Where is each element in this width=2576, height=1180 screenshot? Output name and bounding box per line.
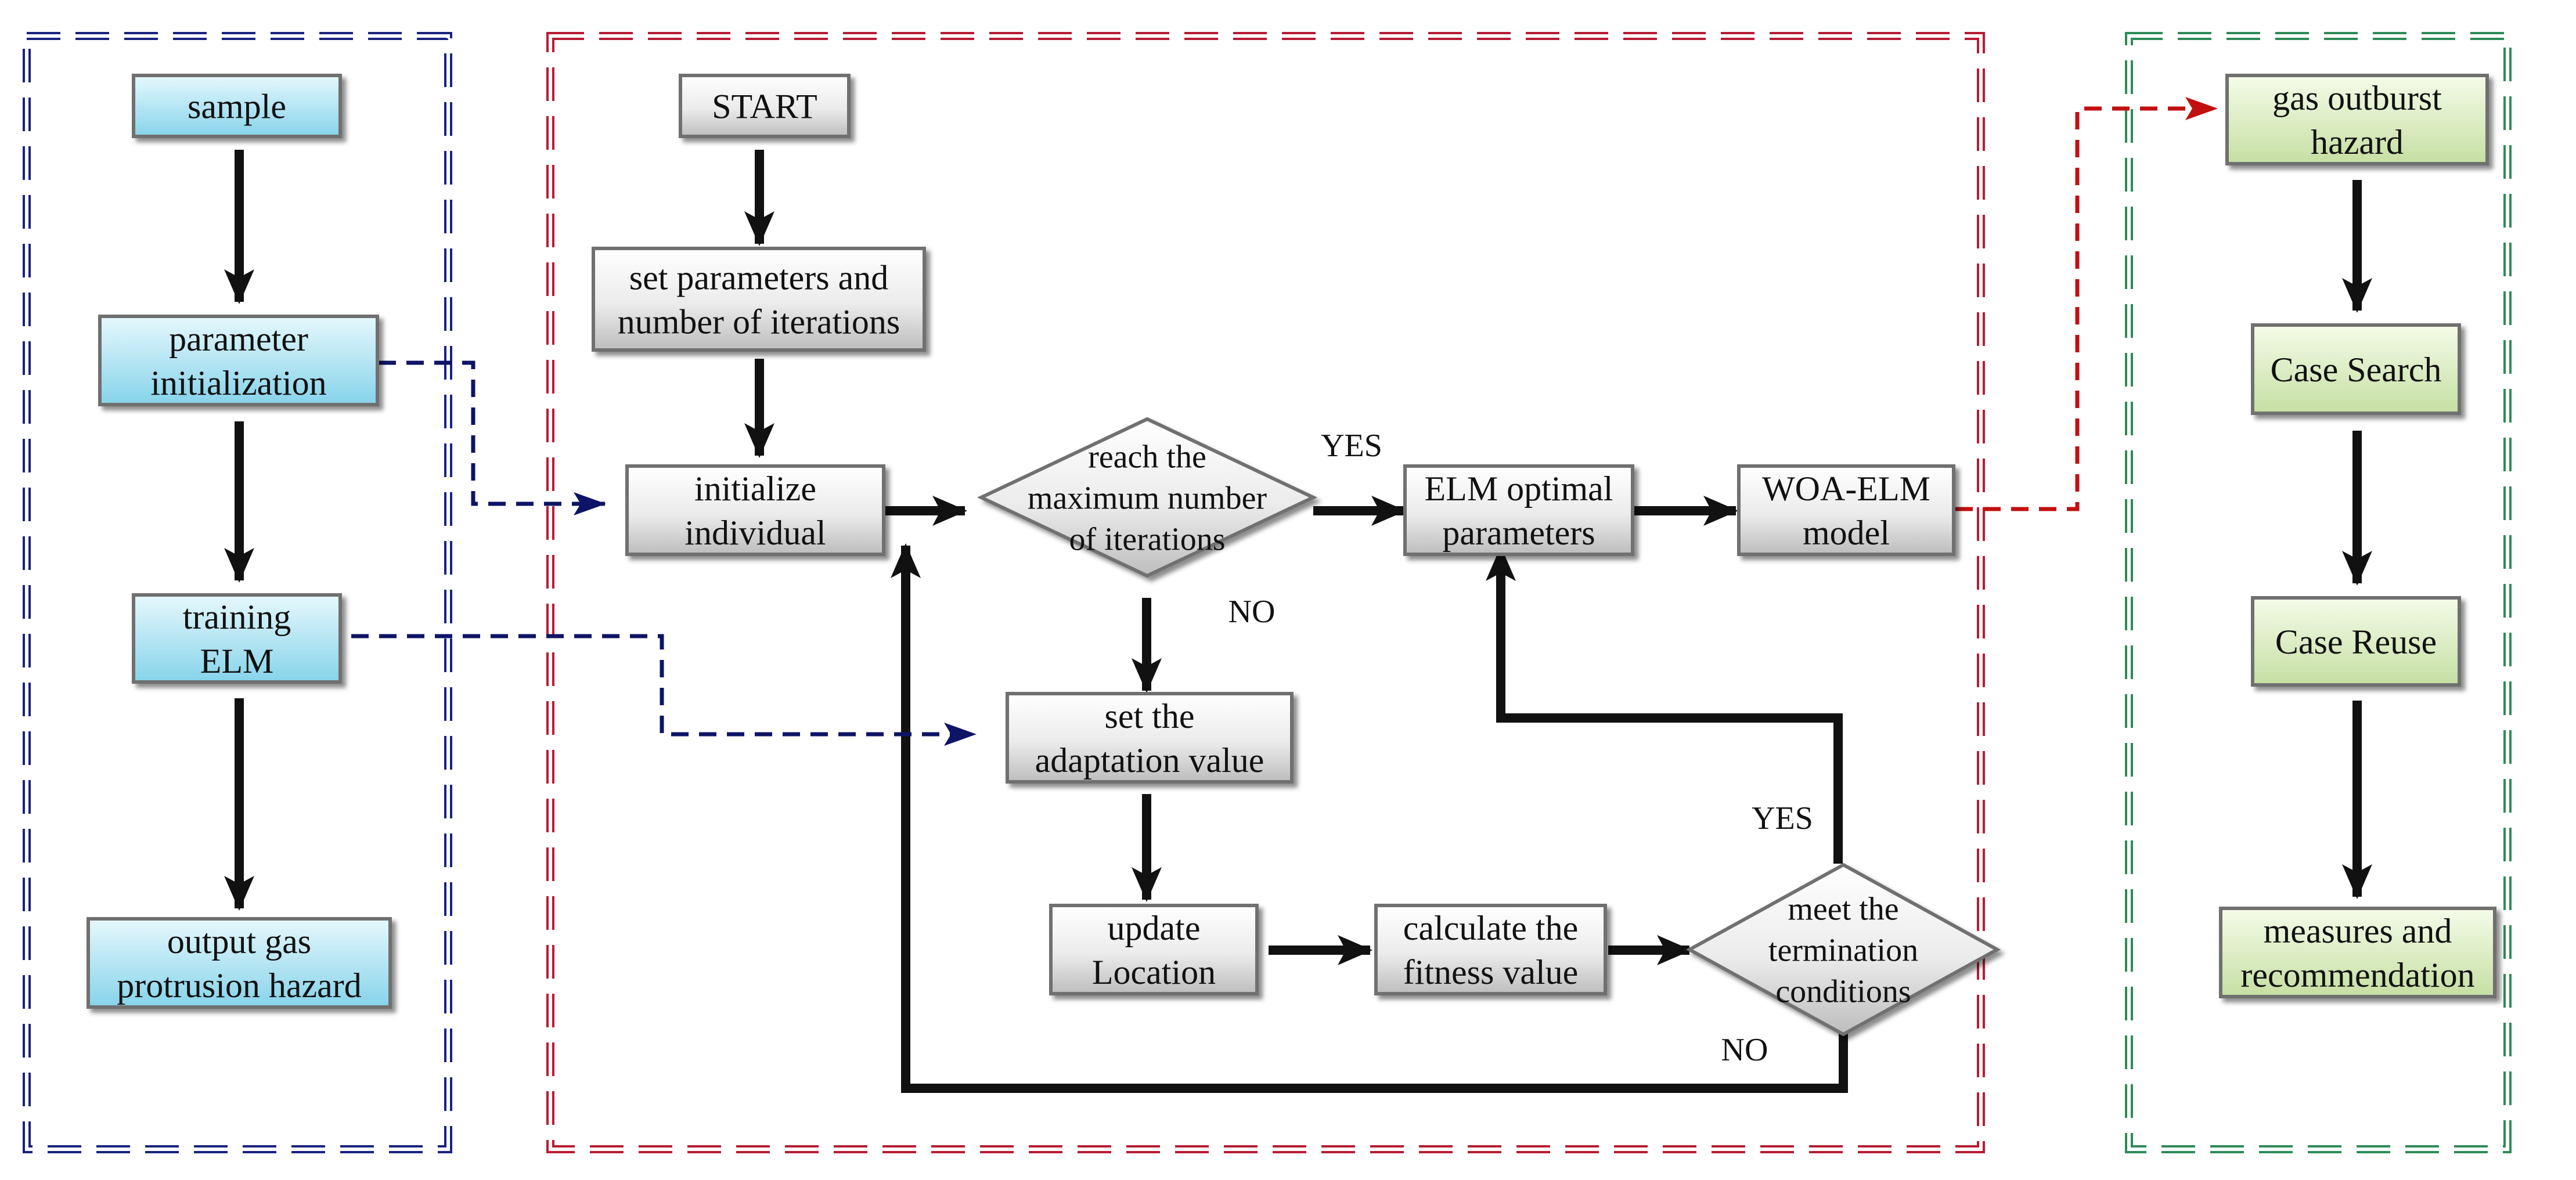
node-shape	[2225, 74, 2489, 165]
node-label-line: number of iterations	[618, 303, 900, 341]
node-meet-term: meet the termination conditions	[1685, 863, 2001, 1037]
node-label-line: adaptation value	[1035, 741, 1264, 780]
node-shape	[1737, 464, 1955, 556]
node-shape	[1403, 464, 1634, 556]
flow-arrows	[224, 150, 2372, 1093]
node-label-line: individual	[684, 514, 826, 552]
node-label-line: Case Search	[2271, 351, 2442, 389]
node-shape	[1006, 692, 1294, 784]
node-case-search: Case Search	[2251, 323, 2461, 415]
node-elm-optimal: ELM optimal parameters	[1403, 464, 1634, 556]
dashed-training-to-adapt	[351, 634, 977, 746]
node-label-line: parameter	[169, 320, 308, 358]
node-label-line: update	[1108, 909, 1201, 947]
panel-right	[2125, 32, 2512, 1153]
dashed-woa-to-gas	[1955, 97, 2218, 511]
node-label-line: sample	[188, 88, 286, 126]
node-start: START	[679, 74, 851, 138]
node-shape	[625, 464, 885, 556]
node-label-line: fitness value	[1403, 953, 1579, 991]
node-label-line: Location	[1092, 953, 1216, 991]
node-shape	[2251, 323, 2461, 415]
node-shape	[592, 247, 926, 352]
node-label-line: measures and	[2264, 912, 2452, 950]
node-shape	[2251, 596, 2461, 687]
node-set-adaptation: set the adaptation value	[1006, 692, 1294, 784]
node-label-line: recommendation	[2240, 956, 2474, 994]
node-shape	[679, 74, 851, 138]
node-label-line: model	[1803, 514, 1890, 552]
node-shape	[1685, 863, 2001, 1037]
node-label-line: Case Reuse	[2275, 623, 2437, 661]
node-output: output gas protrusion hazard	[87, 917, 392, 1009]
node-label-line: ELM optimal	[1425, 470, 1613, 508]
node-label-line: termination	[1768, 933, 1918, 969]
node-label-line: protrusion hazard	[117, 966, 362, 1005]
arrow-meet-no-to-init	[891, 543, 1848, 1093]
node-label-line: conditions	[1775, 974, 1911, 1010]
label-no-top: NO	[1228, 594, 1276, 630]
node-label-line: training	[183, 598, 291, 636]
arrow-meet-yes-to-elm	[1486, 546, 1843, 864]
label-no-bottom: NO	[1721, 1032, 1768, 1068]
node-label-line: initialize	[694, 470, 816, 508]
flow-nodes: sampleparameterinitializationtrainingELM…	[87, 74, 2496, 1037]
node-set-params: set parameters and number of iterations	[592, 247, 926, 352]
panel-borders	[23, 32, 2512, 1153]
node-label-line: calculate the	[1403, 909, 1578, 947]
node-label-line: set parameters and	[629, 258, 888, 297]
node-shape	[132, 593, 342, 684]
node-label-line: WOA-ELM	[1762, 470, 1930, 508]
node-shape	[98, 315, 379, 406]
panel-middle	[546, 32, 1985, 1153]
node-sample: sample	[132, 74, 342, 138]
node-gas-hazard: gas outburst hazard	[2225, 74, 2489, 165]
node-label-line: output gas	[167, 922, 311, 961]
panel-left	[23, 32, 452, 1153]
node-label-line: of iterations	[1069, 522, 1225, 558]
node-label-line: maximum number	[1028, 481, 1267, 517]
node-shape	[2219, 907, 2496, 998]
label-yes-top: YES	[1321, 428, 1382, 464]
node-measures: measures and recommendation	[2219, 907, 2496, 998]
edge-labels: YES NO YES NO	[1228, 428, 1813, 1068]
node-label-line: reach the	[1088, 439, 1206, 475]
dashed-connectors	[351, 97, 2218, 746]
node-label-line: hazard	[2311, 123, 2404, 161]
node-label-line: initialization	[150, 364, 326, 402]
node-label-line: set the	[1105, 697, 1195, 735]
node-shape	[1374, 904, 1607, 995]
node-calc-fitness: calculate the fitness value	[1374, 904, 1607, 995]
node-init-individual: initialize individual	[625, 464, 885, 556]
node-label-line: START	[712, 88, 817, 126]
node-label-line: gas outburst	[2272, 79, 2442, 117]
label-yes-bottom: YES	[1752, 800, 1813, 836]
node-param-init: parameter initialization	[98, 315, 379, 406]
node-shape	[1049, 904, 1259, 995]
node-label-line: meet the	[1788, 891, 1898, 927]
node-label-line: parameters	[1442, 514, 1595, 552]
node-shape	[132, 74, 342, 138]
node-case-reuse: Case Reuse	[2251, 596, 2461, 687]
node-shape	[87, 917, 392, 1009]
dashed-param-to-init	[379, 360, 606, 515]
node-woa-elm: WOA-ELM model	[1737, 464, 1955, 556]
node-shape	[977, 417, 1318, 578]
node-reach-max: reach the maximum number of iterations	[977, 417, 1318, 578]
node-label-line: ELM	[200, 642, 274, 680]
